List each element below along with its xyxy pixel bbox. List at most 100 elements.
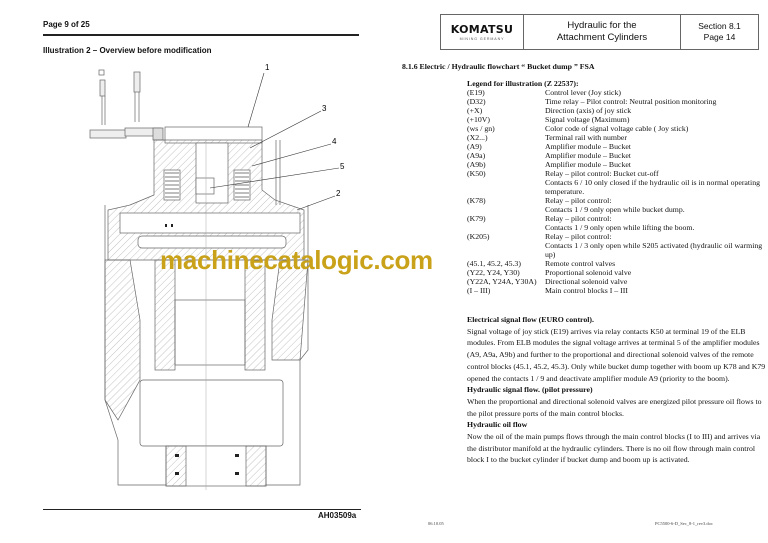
legend-desc: Time relay – Pilot control: Neutral posi…: [545, 97, 765, 106]
legend-desc: Proportional solenoid valve: [545, 268, 765, 277]
legend-code: (+X): [467, 106, 483, 115]
drawing-id: AH03509a: [318, 511, 357, 520]
legend-code: (Y22A, Y24A, Y30A): [467, 277, 537, 286]
legend-desc-line: Control lever (Joy stick): [545, 88, 622, 97]
document-title: Hydraulic for the Attachment Cylinders: [524, 15, 681, 49]
legend-desc-detail: Contacts 1 / 3 only open while S205 acti…: [545, 241, 763, 259]
legend-item: (K78) Relay – pilot control:Contacts 1 / …: [467, 196, 765, 214]
legend-code: (ws / gn): [467, 124, 495, 133]
legend-desc: Relay – pilot control:Contacts 1 / 3 onl…: [545, 232, 765, 259]
title-line: Attachment Cylinders: [556, 32, 648, 43]
legend-item: (45.1, 45.2, 45.3) Remote control valves: [467, 259, 765, 268]
legend-item: (+10V) Signal voltage (Maximum): [467, 115, 765, 124]
logo-subtext: MINING GERMANY: [459, 37, 505, 41]
legend-item: (X2...) Terminal rail with number: [467, 133, 765, 142]
legend-desc: Relay – pilot control:Contacts 1 / 9 onl…: [545, 214, 765, 232]
section-heading: 8.1.6 Electric / Hydraulic flowchart “ B…: [402, 62, 595, 71]
callout-3: 3: [322, 104, 327, 113]
legend-desc: Signal voltage (Maximum): [545, 115, 765, 124]
legend-desc: Terminal rail with number: [545, 133, 765, 142]
legend-item: (K79) Relay – pilot control:Contacts 1 / …: [467, 214, 765, 232]
legend-code: (I – III): [467, 286, 491, 295]
legend-desc: Remote control valves: [545, 259, 765, 268]
legend-desc-line: Time relay – Pilot control: Neutral posi…: [545, 97, 717, 106]
legend-item: (A9) Amplifier module – Bucket: [467, 142, 765, 151]
legend-desc: Relay – pilot control:Contacts 1 / 9 onl…: [545, 196, 765, 214]
legend-item: (A9b) Amplifier module – Bucket: [467, 160, 765, 169]
cross-section-drawing: 1 3 4 5 2: [89, 63, 345, 490]
legend-desc: Main control blocks I – III: [545, 286, 765, 295]
section-info: Section 8.1 Page 14: [681, 15, 758, 49]
legend-desc-line: Terminal rail with number: [545, 133, 627, 142]
callout-1: 1: [265, 63, 270, 72]
logo: KOMATSU MINING GERMANY: [441, 15, 524, 49]
document-header: KOMATSU MINING GERMANY Hydraulic for the…: [440, 14, 759, 50]
legend-code: (X2...): [467, 133, 488, 142]
footer-filename: PC5500-6-D_Sec_8-1_rev3.doc: [655, 521, 713, 526]
legend-desc-line: Proportional solenoid valve: [545, 268, 632, 277]
legend-desc-detail: Contacts 1 / 9 only open while bucket du…: [545, 205, 685, 214]
legend-desc-detail: Contacts 6 / 10 only closed if the hydra…: [545, 178, 761, 196]
divider: [43, 34, 359, 36]
legend-item: (E19) Control lever (Joy stick): [467, 88, 765, 97]
legend-desc-line: Remote control valves: [545, 259, 616, 268]
callout-5: 5: [340, 162, 345, 171]
legend-title: Legend for illustration (Z 22537):: [467, 79, 579, 88]
legend-desc: Direction (axis) of joy stick: [545, 106, 765, 115]
footer-date: 06.10.05: [428, 521, 444, 526]
section-number: Section 8.1: [698, 21, 741, 31]
watermark: machinecatalogic.com: [160, 245, 433, 275]
legend-code: (K78): [467, 196, 486, 205]
legend-code: (+10V): [467, 115, 491, 124]
legend-desc: Directional solenoid valve: [545, 277, 765, 286]
hydraulic-oil-heading: Hydraulic oil flow: [467, 420, 528, 430]
logo-text: KOMATSU: [450, 23, 514, 36]
legend-item: (+X) Direction (axis) of joy stick: [467, 106, 765, 115]
legend-desc: Amplifier module – Bucket: [545, 160, 765, 169]
legend-item: (Y22, Y24, Y30)Proportional solenoid val…: [467, 268, 765, 277]
legend-item: (K205) Relay – pilot control:Contacts 1 /…: [467, 232, 765, 259]
legend-code: (K205): [467, 232, 490, 241]
legend-code: (K50): [467, 169, 486, 178]
legend-desc: Amplifier module – Bucket: [545, 142, 765, 151]
page-number: Page 9 of 25: [43, 20, 90, 29]
legend-code: (A9): [467, 142, 482, 151]
legend-desc-line: Relay – pilot control:: [545, 196, 612, 205]
legend-code: (45.1, 45.2, 45.3): [467, 259, 521, 268]
legend-code: (A9a): [467, 151, 486, 160]
electrical-text: Signal voltage of joy stick (E19) arrive…: [467, 326, 766, 383]
legend-desc-line: Signal voltage (Maximum): [545, 115, 630, 124]
callout-4: 4: [332, 137, 337, 146]
legend-desc-line: Amplifier module – Bucket: [545, 151, 631, 160]
legend-desc-line: Directional solenoid valve: [545, 277, 628, 286]
callout-2: 2: [336, 189, 341, 198]
legend-desc-line: Relay – pilot control:: [545, 232, 612, 241]
hydraulic-signal-heading: Hydraulic signal flow. (pilot pressure): [467, 385, 593, 395]
legend-desc: Control lever (Joy stick): [545, 88, 765, 97]
description: Electrical signal flow (EURO control). S…: [467, 314, 767, 466]
legend-desc: Color code of signal voltage cable ( Joy…: [545, 124, 765, 133]
legend-desc-line: Amplifier module – Bucket: [545, 142, 631, 151]
divider: [43, 509, 361, 510]
legend-desc-line: Main control blocks I – III: [545, 286, 628, 295]
legend-desc: Amplifier module – Bucket: [545, 151, 765, 160]
legend-desc-line: Amplifier module – Bucket: [545, 160, 631, 169]
legend-code: (A9b): [467, 160, 486, 169]
legend-item: (I – III) Main control blocks I – III: [467, 286, 765, 295]
legend-code: (E19): [467, 88, 485, 97]
illustration-title: Illustration 2 – Overview before modific…: [43, 46, 212, 55]
legend-item: (K50) Relay – pilot control: Bucket cut-o…: [467, 169, 765, 196]
hydraulic-signal-text: When the proportional and directional so…: [467, 396, 762, 418]
legend-item: (ws / gn) Color code of signal voltage ca…: [467, 124, 765, 133]
section-page: Page 14: [703, 32, 736, 42]
hydraulic-oil-text: Now the oil of the main pumps flows thro…: [467, 432, 761, 465]
legend-desc-line: Color code of signal voltage cable ( Joy…: [545, 124, 689, 133]
legend-desc-line: Relay – pilot control: Bucket cut-off: [545, 169, 659, 178]
electrical-heading: Electrical signal flow (EURO control).: [467, 315, 594, 324]
legend-desc-line: Direction (axis) of joy stick: [545, 106, 632, 115]
legend-item: (D32)Time relay – Pilot control: Neutral…: [467, 97, 765, 106]
legend-code: (K79): [467, 214, 486, 223]
legend-desc-line: Relay – pilot control:: [545, 214, 612, 223]
legend-item: (A9a) Amplifier module – Bucket: [467, 151, 765, 160]
